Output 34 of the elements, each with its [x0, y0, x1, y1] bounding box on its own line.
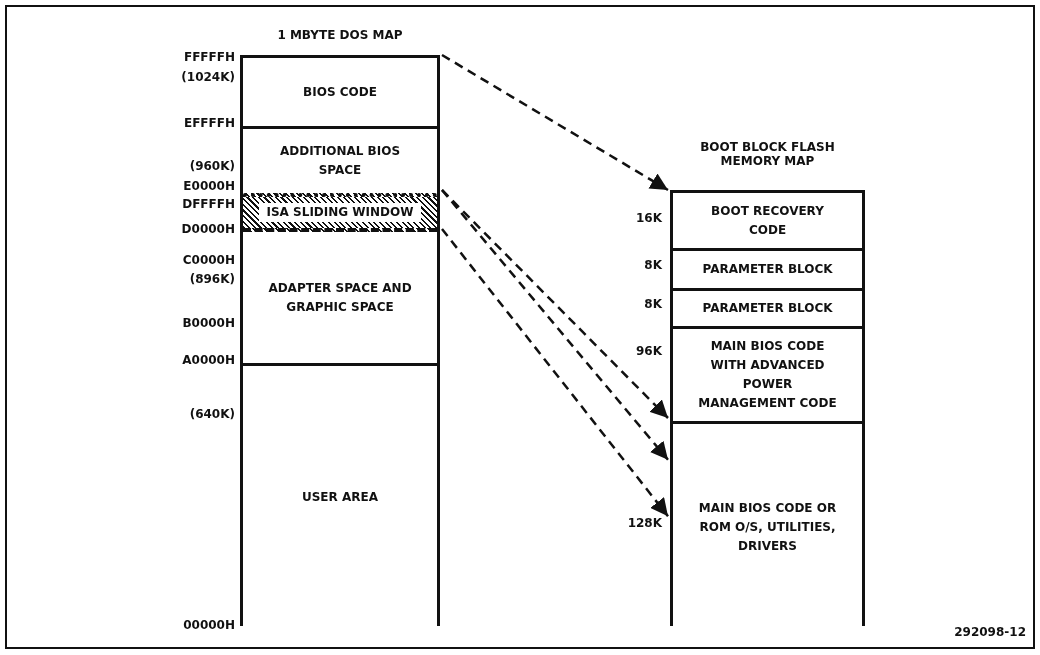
figure-number: 292098-12: [954, 625, 1026, 639]
dashed-arrow: [441, 189, 669, 461]
address-label: D0000H: [181, 222, 235, 236]
block-label: ISA SLIDING WINDOW: [258, 203, 422, 222]
address-label: B0000H: [182, 316, 235, 330]
block-size: 8K: [644, 258, 662, 272]
block-label: USER AREA: [301, 488, 379, 506]
block-size: 128K: [627, 515, 662, 530]
memory-block: [243, 363, 437, 628]
map-heading: 1 MBYTE DOS MAP: [276, 28, 404, 42]
block-label: BIOS CODE: [302, 83, 378, 101]
block-size: 96K: [636, 343, 662, 358]
dashed-arrow: [441, 189, 669, 419]
address-label: (960K): [189, 159, 235, 173]
address-label: DFFFFH: [182, 197, 235, 211]
address-label: EFFFFH: [183, 116, 235, 130]
address-label: C0000H: [182, 253, 235, 267]
hatched-window-block: [243, 193, 437, 232]
address-label: FFFFFH: [183, 50, 235, 64]
address-label: E0000H: [183, 179, 235, 193]
block-size: 16K: [636, 210, 662, 225]
block-label: PARAMETER BLOCK: [701, 261, 834, 278]
block-label: MAIN BIOS CODE WITH ADVANCED POWER MANAGEMENT CODE: [697, 338, 838, 412]
block-label: ADAPTER SPACE AND GRAPHIC SPACE: [267, 279, 413, 316]
block-label: PARAMETER BLOCK: [701, 300, 834, 317]
block-label: BOOT RECOVERY CODE: [710, 202, 825, 239]
address-label: A0000H: [182, 353, 235, 367]
block-label: ADDITIONAL BIOS SPACE: [278, 143, 402, 179]
block-label: MAIN BIOS CODE OR ROM O/S, UTILITIES, DRIVERS: [697, 499, 838, 555]
dashed-arrow: [441, 53, 669, 192]
address-label: 00000H: [183, 618, 235, 632]
map-heading: BOOT BLOCK FLASH MEMORY MAP: [699, 140, 836, 168]
block-size: 8K: [644, 297, 662, 311]
dashed-arrow: [441, 228, 669, 517]
